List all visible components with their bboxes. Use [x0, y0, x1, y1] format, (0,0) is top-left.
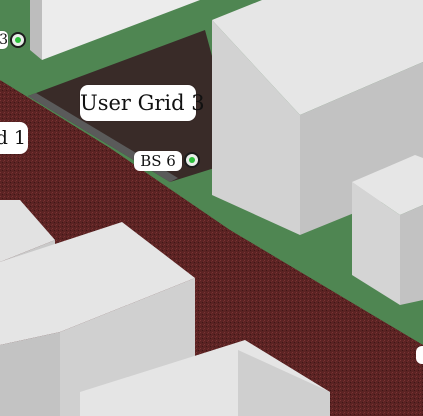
bs-right-label	[416, 346, 423, 364]
building-center-left	[212, 20, 300, 235]
building-bottom-left-side	[0, 332, 60, 416]
building-right-top	[352, 155, 423, 215]
user-grid-1-label: d 1	[0, 122, 28, 154]
bs-top-label: 3	[0, 31, 8, 49]
user-grid-3-label: User Grid 3	[80, 85, 205, 121]
building-bottom-center-face	[238, 350, 330, 416]
building-top-left-side	[30, 0, 42, 60]
bs-6-label: BS 6	[134, 151, 182, 171]
building-left-top	[0, 200, 55, 262]
bs-top-marker-icon[interactable]	[10, 32, 26, 48]
building-top-left-front	[42, 0, 200, 60]
building-right-left	[352, 182, 400, 305]
building-center-top	[212, 0, 423, 115]
bs-6-marker-icon[interactable]	[184, 152, 200, 168]
building-bottom-left-top	[0, 222, 195, 345]
building-right-side	[400, 205, 423, 305]
